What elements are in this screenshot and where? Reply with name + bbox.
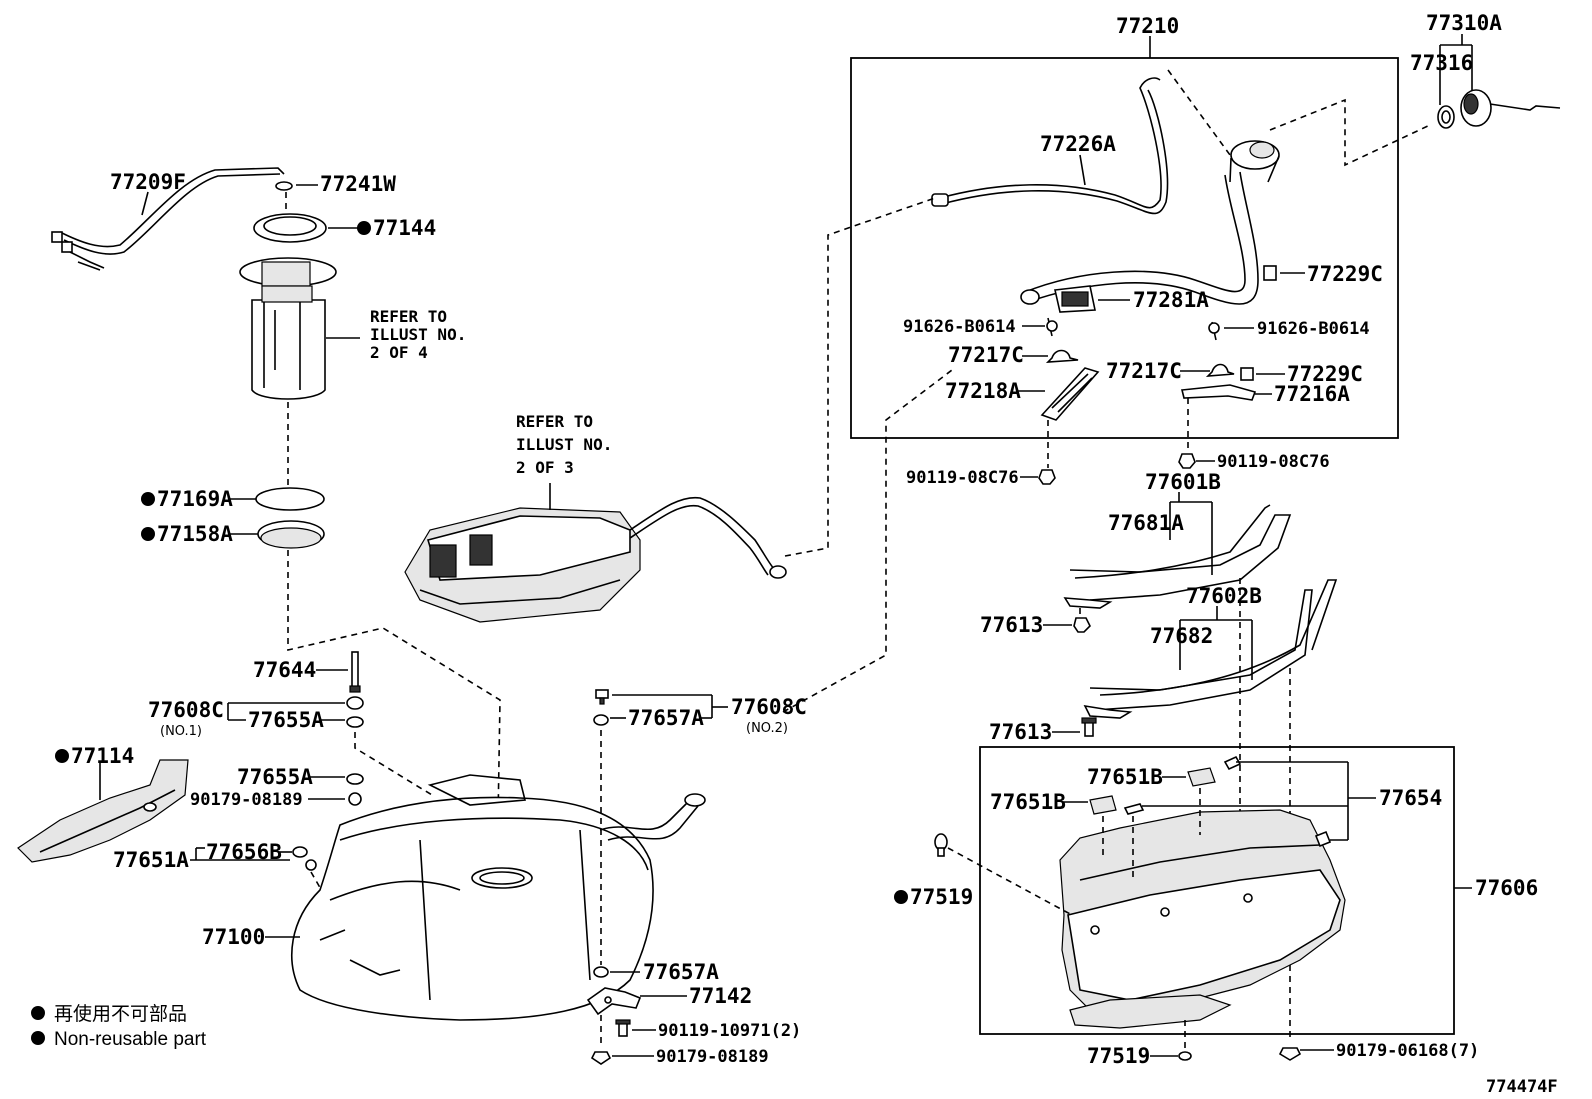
non-reusable-mark-77169A: [141, 492, 155, 506]
bolt-90119-08C76-left: [1038, 469, 1056, 485]
part-label-77100: 77100: [202, 925, 265, 949]
part-label-77681A: 77681A: [1108, 511, 1184, 535]
part-label-77654: 77654: [1379, 786, 1442, 810]
part-label-77655A-upper: 77655A: [248, 708, 324, 732]
protector-group-frame: [979, 746, 1455, 1035]
bolt-77613-lower: [1081, 717, 1097, 737]
legend-japanese: 再使用不可部品: [54, 1003, 187, 1025]
part-label-77209F: 77209F: [110, 170, 186, 194]
part-label-77613-upper: 77613: [980, 613, 1043, 637]
part-label-77229C-upper: 77229C: [1307, 262, 1383, 286]
part-label-90119-08C76-right: 90119-08C76: [1217, 452, 1330, 472]
part-label-77608C-right: 77608C: [731, 695, 807, 719]
pad-77651B-lower: [1089, 795, 1117, 815]
gasket-77158A: [257, 520, 325, 549]
part-label-90179-06168: 90179-06168(7): [1336, 1041, 1479, 1061]
gasket-77169A: [255, 487, 325, 511]
part-label-77656B: 77656B: [206, 840, 282, 864]
heat-insulator-77114: [17, 759, 189, 863]
sub-label-no1: (NO.1): [160, 724, 202, 739]
part-label-77217C-right: 77217C: [1106, 359, 1182, 383]
bolt-91626-left: [1046, 317, 1058, 337]
refer-note-canister-line3: 2 OF 3: [516, 458, 574, 477]
filler-hose: [931, 77, 1169, 215]
part-label-77144: 77144: [373, 216, 436, 240]
sender-gauge-wire-77209F: [51, 167, 285, 271]
retainer-ring-77144: [253, 213, 327, 243]
part-label-77608C-left: 77608C: [148, 698, 224, 722]
part-label-77651A: 77651A: [113, 848, 189, 872]
stud-bolt-77644: [349, 651, 361, 693]
part-label-90179-08189-right: 90179-08189: [656, 1047, 769, 1067]
bolt-91626-right: [1208, 321, 1220, 341]
bolt-77608C-right: [595, 689, 609, 705]
part-label-77142: 77142: [689, 984, 752, 1008]
part-label-77114: 77114: [71, 744, 134, 768]
fuel-tank-band-77602B: [1083, 579, 1338, 719]
part-label-90179-08189-left: 90179-08189: [190, 790, 303, 810]
charcoal-canister: [404, 496, 787, 623]
fuel-tank-band-77601B: [1063, 504, 1292, 609]
part-label-90119-10971: 90119-10971(2): [658, 1021, 801, 1041]
part-label-77651B-upper: 77651B: [1087, 765, 1163, 789]
cap-gasket-77316: [1437, 105, 1455, 129]
part-label-77218A: 77218A: [945, 379, 1021, 403]
bolt-77613-upper: [1073, 617, 1091, 633]
part-label-77241W: 77241W: [320, 172, 396, 196]
bracket-77281A: [1054, 285, 1096, 313]
filler-pipe: [1020, 140, 1280, 305]
bracket-77142: [586, 987, 642, 1016]
part-label-77217C-left: 77217C: [948, 343, 1024, 367]
clip-77519-left: [934, 833, 948, 857]
refer-note-canister-line1: REFER TO: [516, 412, 593, 431]
legend-english: Non-reusable part: [54, 1029, 207, 1050]
figure-id: 774474F: [1486, 1077, 1558, 1097]
non-reusable-mark-77519: [894, 890, 908, 904]
fuel-tank-protector: [1059, 809, 1346, 1029]
part-label-77216A: 77216A: [1274, 382, 1350, 406]
part-label-77210: 77210: [1116, 14, 1179, 38]
non-reusable-mark-77158A: [141, 527, 155, 541]
part-label-77651B-lower: 77651B: [990, 790, 1066, 814]
part-label-77602B: 77602B: [1186, 584, 1262, 608]
part-label-91626-B0614-left: 91626-B0614: [903, 317, 1016, 337]
non-reusable-mark-77114: [55, 749, 69, 763]
part-label-77169A: 77169A: [157, 487, 233, 511]
part-label-77281A: 77281A: [1133, 288, 1209, 312]
protector-77218A: [1040, 367, 1100, 421]
part-label-91626-B0614-right: 91626-B0614: [1257, 319, 1370, 339]
part-label-77226A: 77226A: [1040, 132, 1116, 156]
part-label-77519-bottom: 77519: [1087, 1044, 1150, 1068]
fuel-cap: [1460, 89, 1561, 127]
part-label-77316: 77316: [1410, 51, 1473, 75]
part-label-77229C-lower: 77229C: [1287, 362, 1363, 386]
sub-label-no2: (NO.2): [746, 721, 788, 736]
refer-note-pump-line2: ILLUST NO.: [370, 325, 466, 344]
refer-note-pump-line1: REFER TO: [370, 307, 447, 326]
part-label-77519-left: 77519: [910, 885, 973, 909]
pad-77651B-upper: [1187, 767, 1216, 787]
part-label-77601B: 77601B: [1145, 470, 1221, 494]
legend-bullet-english: [31, 1031, 45, 1045]
part-label-77655A-lower: 77655A: [237, 765, 313, 789]
bolt-90119-08C76-right: [1178, 453, 1196, 469]
bolt-90119-10971: [615, 1019, 631, 1037]
part-label-77158A: 77158A: [157, 522, 233, 546]
fuel-pump-assembly: [239, 257, 337, 400]
part-label-77613-lower: 77613: [989, 720, 1052, 744]
non-reusable-mark-77144: [357, 221, 371, 235]
part-label-77310A: 77310A: [1426, 11, 1502, 35]
part-label-77644: 77644: [253, 658, 316, 682]
refer-note-canister-line2: ILLUST NO.: [516, 435, 612, 454]
part-label-77657A-lower: 77657A: [643, 960, 719, 984]
filler-pipe-group-frame: [850, 57, 1399, 439]
fuel-tank-77100: [291, 774, 706, 1021]
part-label-77657A-upper: 77657A: [628, 706, 704, 730]
part-label-90119-08C76-left: 90119-08C76: [906, 468, 1019, 488]
part-label-77682: 77682: [1150, 624, 1213, 648]
legend-bullet-japanese: [31, 1006, 45, 1020]
part-label-77606: 77606: [1475, 876, 1538, 900]
refer-note-pump-line3: 2 OF 4: [370, 343, 428, 362]
